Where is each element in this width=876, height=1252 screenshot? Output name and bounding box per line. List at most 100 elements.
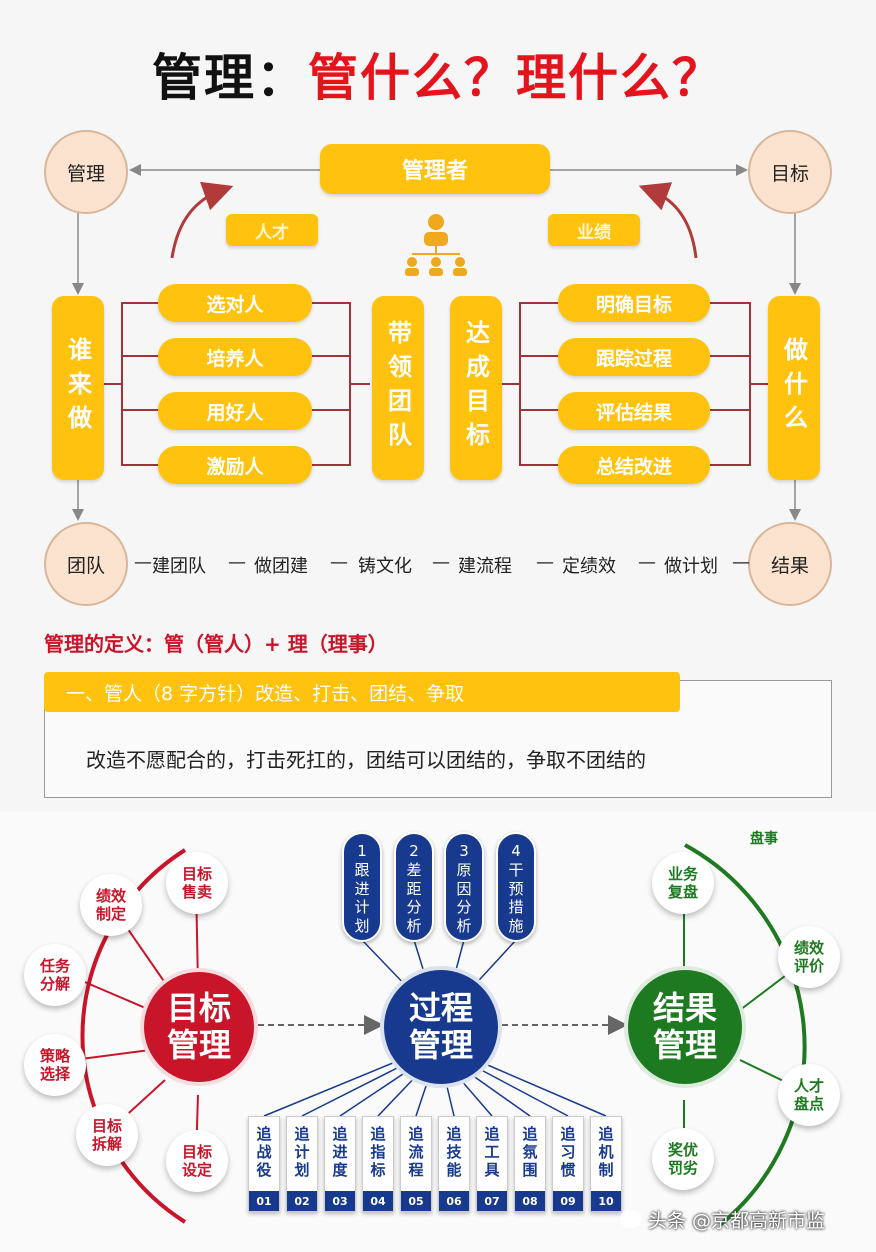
tracking-card-char: 制 bbox=[598, 1161, 614, 1179]
chain-item: 做计划 bbox=[664, 556, 718, 577]
tracking-card-char: 工 bbox=[484, 1143, 500, 1161]
circle-team: 团队 bbox=[44, 522, 128, 606]
goal-item-line: 分解 bbox=[39, 975, 70, 993]
step-number: 3 bbox=[459, 842, 469, 860]
step-char: 跟 bbox=[354, 860, 370, 879]
right-item: 跟踪过程 bbox=[558, 338, 710, 376]
chain-item: 建流程 bbox=[458, 556, 512, 577]
tracking-card-number: 02 bbox=[287, 1191, 317, 1211]
chain-item: 铸文化 bbox=[358, 556, 412, 577]
left-item: 用好人 bbox=[158, 392, 312, 430]
process-step: 4 干预措施 bbox=[496, 832, 536, 942]
goal-item-line: 制定 bbox=[95, 905, 126, 923]
step-number: 4 bbox=[511, 842, 521, 860]
tracking-card-number: 08 bbox=[515, 1191, 545, 1211]
tag-performance: 业绩 bbox=[548, 214, 640, 246]
goal-item: 任务分解 bbox=[24, 944, 86, 1006]
left-item: 激励人 bbox=[158, 446, 312, 484]
goal-item-line: 目标 bbox=[91, 1117, 122, 1135]
tracking-card-char: 度 bbox=[332, 1161, 348, 1179]
tracking-card: 追计划 02 bbox=[286, 1116, 318, 1212]
step-char: 分 bbox=[406, 898, 422, 917]
tracking-card-char: 战 bbox=[256, 1143, 272, 1161]
step-char: 差 bbox=[406, 860, 422, 879]
chain-dash: — bbox=[228, 552, 246, 573]
tracking-card-number: 04 bbox=[363, 1191, 393, 1211]
chain-dash: — bbox=[432, 552, 450, 573]
tracking-card-char: 追 bbox=[408, 1125, 424, 1143]
result-item-line: 绩效 bbox=[793, 939, 824, 957]
result-item-line: 奖优 bbox=[667, 1141, 698, 1159]
chain-item: 建团队 bbox=[152, 556, 206, 577]
result-label: 盘事 bbox=[750, 831, 778, 847]
tracking-card-number: 01 bbox=[249, 1191, 279, 1211]
top-connector-lines bbox=[72, 164, 801, 521]
achieve-goal-box: 达成目标 bbox=[450, 296, 502, 480]
tracking-card-text: 追计划 bbox=[287, 1125, 317, 1179]
people-icon bbox=[405, 214, 467, 276]
manager-box: 管理者 bbox=[320, 144, 550, 194]
step-char: 划 bbox=[354, 917, 370, 935]
circle-result: 结果 bbox=[748, 522, 832, 606]
lead-team-box: 带领团队 bbox=[372, 296, 424, 480]
step-number: 1 bbox=[357, 842, 367, 860]
tracking-card-text: 追流程 bbox=[401, 1125, 431, 1179]
goal-item: 策略选择 bbox=[24, 1034, 86, 1096]
tracking-card-number: 09 bbox=[553, 1191, 583, 1211]
goal-item-line: 任务 bbox=[39, 957, 70, 975]
tracking-card-char: 指 bbox=[370, 1143, 386, 1161]
step-char: 干 bbox=[508, 860, 524, 879]
chain-dash: — bbox=[536, 552, 554, 573]
left-item: 选对人 bbox=[158, 284, 312, 322]
tag-talent: 人才 bbox=[226, 214, 318, 246]
circle-management: 管理 bbox=[44, 130, 128, 214]
definition-heading: 管理的定义：管（管人）+ 理（理事） bbox=[44, 632, 388, 656]
tracking-card-text: 追技能 bbox=[439, 1125, 469, 1179]
goal-item: 目标售卖 bbox=[166, 852, 228, 914]
tracking-card-number: 10 bbox=[591, 1191, 621, 1211]
process-step: 1 跟进计划 bbox=[342, 832, 382, 942]
process-step: 2 差距分析 bbox=[394, 832, 434, 942]
tracking-card-text: 追氛围 bbox=[515, 1125, 545, 1179]
chain-dash: — bbox=[134, 552, 152, 573]
process-mgmt-line1: 过程 bbox=[408, 989, 473, 1028]
tracking-card: 追氛围 08 bbox=[514, 1116, 546, 1212]
chain-dash: — bbox=[330, 552, 348, 573]
goal-item-line: 绩效 bbox=[95, 887, 126, 905]
goal-item-line: 选择 bbox=[39, 1065, 70, 1083]
goal-item-line: 设定 bbox=[181, 1161, 212, 1179]
step-char: 距 bbox=[406, 879, 422, 898]
tracking-card-char: 追 bbox=[370, 1125, 386, 1143]
result-item: 奖优罚劣 bbox=[652, 1128, 714, 1190]
tracking-card-char: 进 bbox=[332, 1143, 348, 1161]
goal-item: 目标设定 bbox=[166, 1130, 228, 1192]
who-does-box: 谁来做 bbox=[52, 296, 104, 480]
result-mgmt-line2: 管理 bbox=[652, 1026, 717, 1064]
step-char: 析 bbox=[456, 917, 472, 935]
page-title: 管理：管什么？理什么？ bbox=[0, 38, 876, 110]
step-number: 2 bbox=[409, 842, 419, 860]
goal-item: 绩效制定 bbox=[80, 874, 142, 936]
process-mgmt-line2: 管理 bbox=[408, 1026, 473, 1064]
tracking-card-char: 具 bbox=[484, 1161, 500, 1179]
process-step: 3 原因分析 bbox=[444, 832, 484, 942]
tracking-card-char: 惯 bbox=[560, 1161, 576, 1179]
right-item: 明确目标 bbox=[558, 284, 710, 322]
result-item-line: 评价 bbox=[793, 957, 824, 975]
title-part2: 管什么？理什么？ bbox=[308, 49, 724, 107]
tracking-card-char: 追 bbox=[484, 1125, 500, 1143]
chain-dash: — bbox=[638, 552, 656, 573]
result-item: 绩效评价 bbox=[778, 926, 840, 988]
tracking-card-char: 追 bbox=[560, 1125, 576, 1143]
watermark-text: 头条 @京都高新市监 bbox=[648, 1210, 826, 1232]
process-management-circle: 过程 管理 bbox=[380, 966, 502, 1088]
result-item-line: 复盘 bbox=[667, 883, 698, 901]
step-char: 施 bbox=[508, 917, 524, 935]
goal-item-line: 目标 bbox=[181, 865, 212, 883]
goal-item-line: 售卖 bbox=[181, 883, 212, 901]
